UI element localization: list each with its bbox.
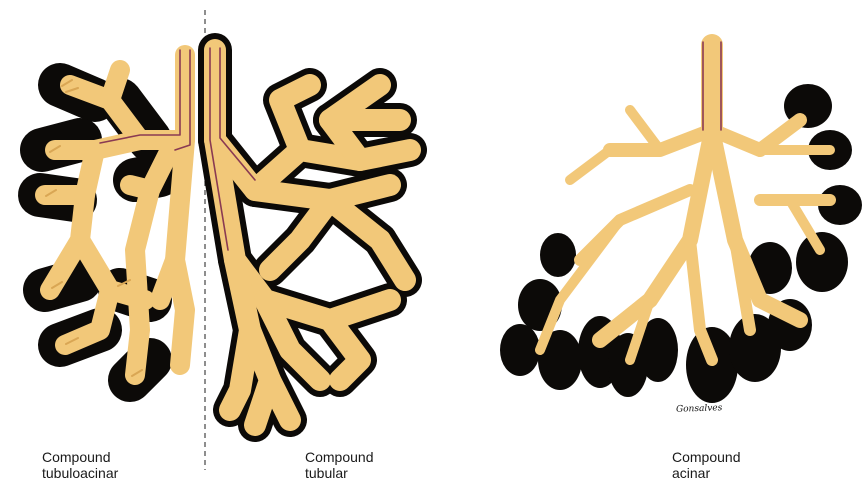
acinar-tree	[540, 45, 830, 360]
label-tubular-line2: tubular	[305, 465, 374, 481]
label-tubuloacinar-line1: Compound	[42, 449, 118, 465]
label-tubular-line1: Compound	[305, 449, 374, 465]
label-acinar-line2: acinar	[672, 465, 741, 481]
label-tubuloacinar-line2: tubuloacinar	[42, 465, 118, 481]
label-compound-tubular: Compound tubular	[305, 449, 374, 481]
artist-signature: Gonsalves	[676, 403, 723, 415]
label-compound-tubuloacinar: Compound tubuloacinar	[42, 449, 118, 481]
label-acinar-line1: Compound	[672, 449, 741, 465]
tubuloacinar-gland	[40, 50, 190, 380]
acinar-gland	[500, 42, 862, 403]
label-compound-acinar: Compound acinar	[672, 449, 741, 481]
tubular-gland	[210, 48, 410, 425]
